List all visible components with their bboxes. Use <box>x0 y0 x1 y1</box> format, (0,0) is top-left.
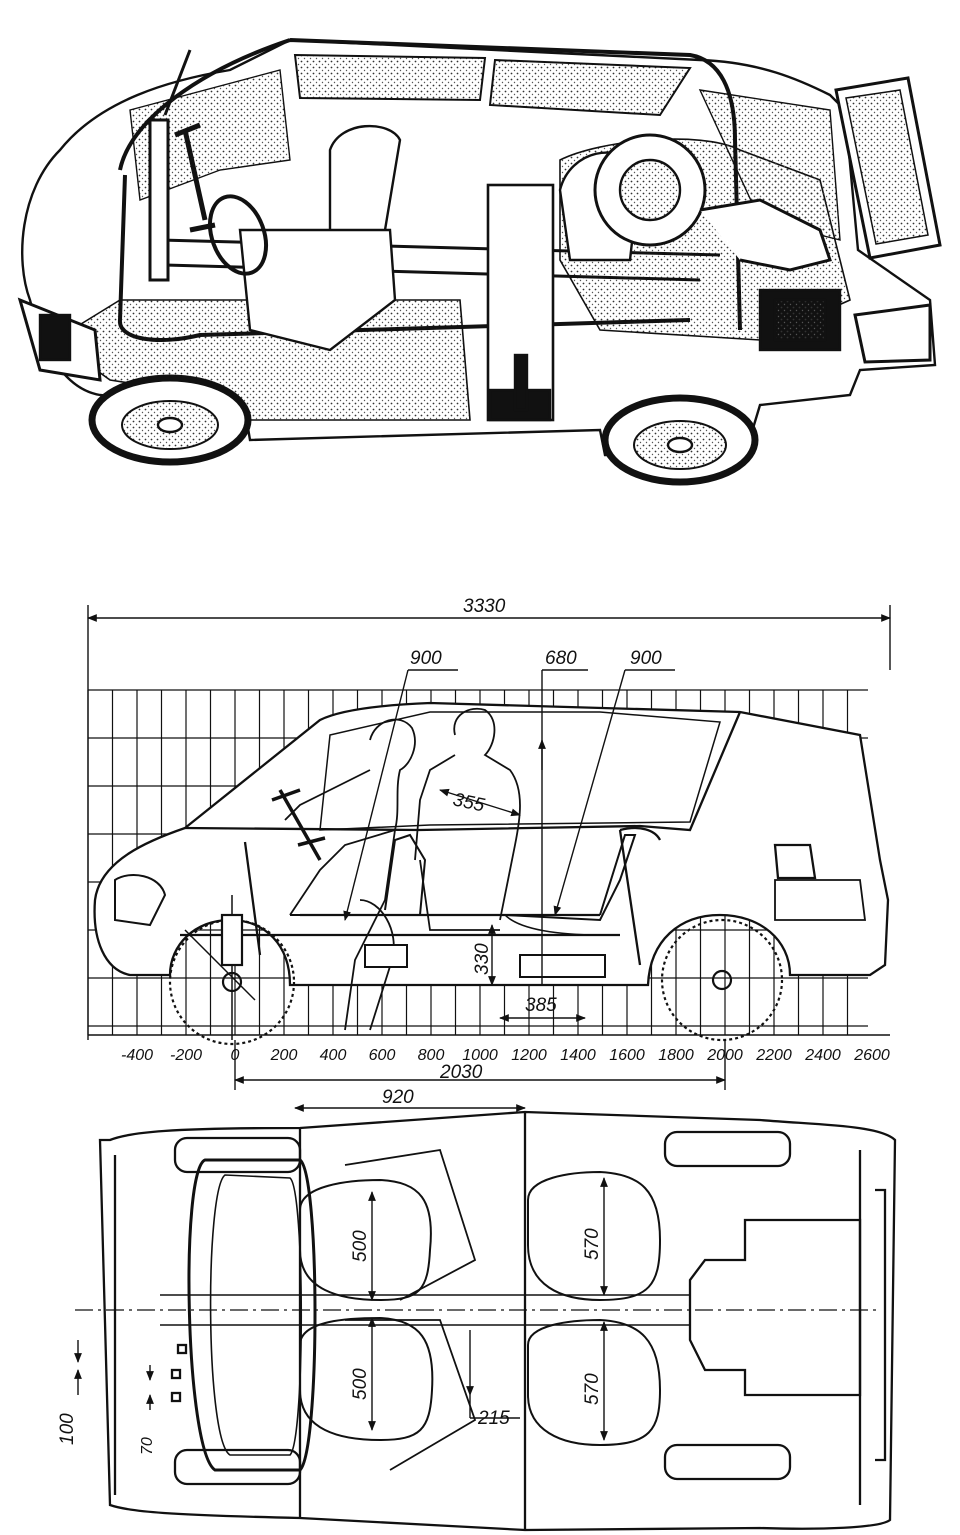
scale-tick-label: 800 <box>418 1047 445 1064</box>
plan-view: 920 500 500 570 570 215 100 70 <box>57 1087 897 1532</box>
scale-tick-label: 2200 <box>755 1047 792 1064</box>
scale-tick-label: 400 <box>320 1047 347 1064</box>
dim-rear-seat-depth: 385 <box>525 995 557 1016</box>
scale-tick-label: -400 <box>121 1047 153 1064</box>
scale-tick-label: 2400 <box>804 1047 841 1064</box>
cutaway-front-wheel <box>88 374 252 466</box>
dim-rear-seat-width-left: 570 <box>582 1228 603 1260</box>
dim-pedal-spacing-b: 70 <box>139 1437 156 1455</box>
scale-tick-label: 600 <box>369 1047 396 1064</box>
dim-seat-height: 330 <box>472 943 493 975</box>
cutaway-front-seat <box>238 124 402 352</box>
dim-headroom-rear: 900 <box>630 648 662 669</box>
scale-tick-label: 1600 <box>609 1047 645 1064</box>
scale-tick-label: 200 <box>270 1047 298 1064</box>
dim-front-seat-width-right: 500 <box>350 1368 371 1400</box>
dim-pedal-offset: 215 <box>477 1408 510 1429</box>
dim-pedal-spacing-a: 100 <box>57 1413 78 1445</box>
scale-tick-label: 1200 <box>511 1047 547 1064</box>
dim-front-seat-width-left: 500 <box>350 1230 371 1262</box>
cutaway-roof-window <box>293 53 487 102</box>
dim-rear-seat-width-right: 570 <box>582 1373 603 1405</box>
side-rear-wheel <box>660 918 784 1042</box>
scale-tick-label: -200 <box>170 1047 202 1064</box>
dim-front-seat-travel: 920 <box>382 1087 414 1108</box>
scale-tick-label: 2600 <box>853 1047 890 1064</box>
scale-tick-label: 1000 <box>462 1047 498 1064</box>
rear-left-seat <box>527 1170 662 1302</box>
side-seats <box>114 833 637 978</box>
plan-body-outline <box>75 1110 897 1532</box>
side-elevation: 3330 900 680 900 355 330 385 2030 -400-2… <box>87 596 891 1090</box>
cutaway-front-suspension <box>174 122 216 233</box>
side-steering-column <box>271 788 326 861</box>
scale-tick-label: 1800 <box>658 1047 694 1064</box>
cutaway-steering-wheel <box>207 194 269 276</box>
scale-tick-labels: -400 -200 0 200 400 600 800 1000 1200 1400 1600 180… <box>121 1047 890 1064</box>
cutaway-roof-frame <box>118 38 742 331</box>
plan-seats <box>299 1148 662 1471</box>
plan-dimension-lines <box>74 1104 608 1441</box>
rear-right-seat <box>527 1318 662 1447</box>
side-front-wheel <box>168 895 296 1046</box>
dim-overall-length: 3330 <box>463 596 506 617</box>
front-right-seat <box>299 1316 434 1442</box>
side-dimension-lines <box>87 605 891 1090</box>
dim-headroom-rear-gap: 680 <box>545 648 577 669</box>
cutaway-antenna <box>163 49 192 116</box>
cutaway-rear-wheel <box>601 394 759 486</box>
cutaway-view <box>17 38 942 486</box>
dim-wheelbase: 2030 <box>439 1062 483 1083</box>
scale-tick-label: 0 <box>231 1047 240 1064</box>
front-left-seat <box>299 1178 432 1302</box>
dim-headroom-front: 900 <box>410 648 442 669</box>
scale-tick-label: 2000 <box>706 1047 743 1064</box>
scale-tick-label: 1400 <box>560 1047 596 1064</box>
